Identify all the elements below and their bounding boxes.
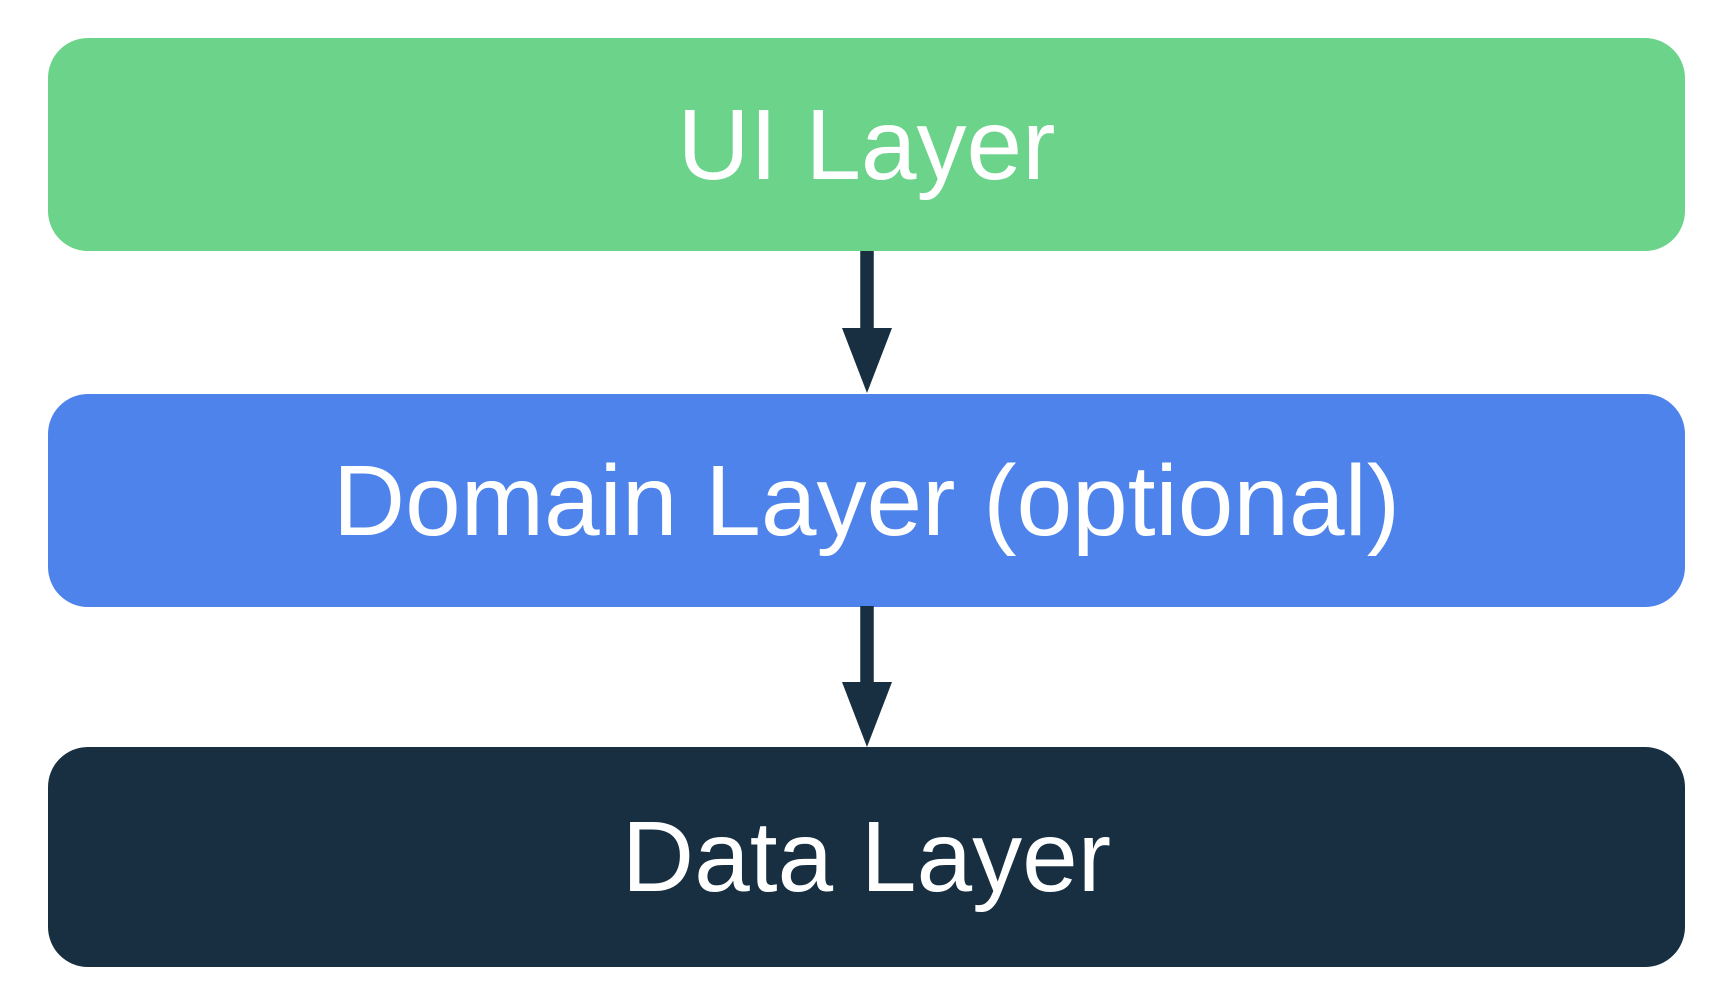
domain-layer-label: Domain Layer (optional): [332, 444, 1401, 557]
arrow-down-icon: [842, 606, 892, 747]
ui-layer-label: UI Layer: [677, 88, 1056, 201]
arrow-head: [842, 328, 892, 393]
arrow-head: [842, 682, 892, 747]
data-layer-box: Data Layer: [48, 747, 1685, 967]
arrow-down-icon: [842, 251, 892, 393]
ui-layer-box: UI Layer: [48, 38, 1685, 251]
domain-layer-box: Domain Layer (optional): [48, 394, 1685, 607]
data-layer-label: Data Layer: [621, 801, 1112, 913]
